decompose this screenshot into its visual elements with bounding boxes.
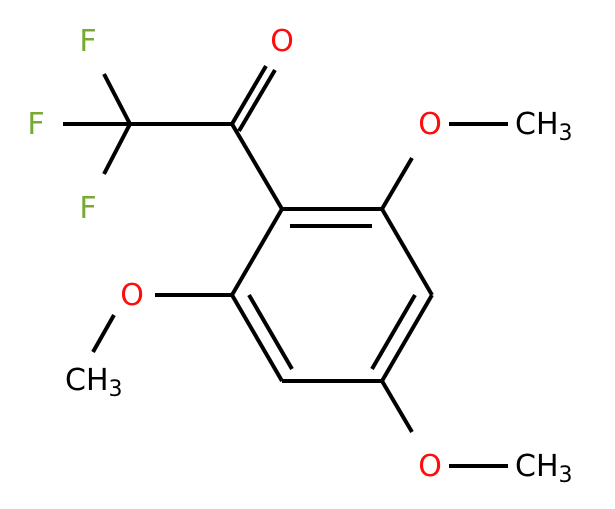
ring-bond-3-inner <box>370 293 417 371</box>
ring-bond-5 <box>230 293 284 383</box>
bond-c-f-top <box>102 73 132 125</box>
ring-bond-5-inner <box>247 293 294 371</box>
methyl-right-main: CH <box>515 107 559 142</box>
methyl-right-subscript: 3 <box>559 121 573 146</box>
ring-bond-3 <box>380 293 434 383</box>
bond-c-f-low <box>102 123 132 175</box>
fluorine-atom-low: F <box>79 191 96 226</box>
bond-o-ch3-left <box>91 314 116 353</box>
methyl-left-main: CH <box>65 363 109 398</box>
bond-ring-o-right <box>380 156 414 211</box>
ring-bond-2 <box>380 207 434 297</box>
atom-labels: F F F O O O O CH3 CH3 CH3 <box>27 24 572 488</box>
methyl-group-right: CH3 <box>515 107 573 146</box>
bond-ring-o-bottom <box>380 379 414 434</box>
fluorine-atom-top: F <box>79 24 96 59</box>
oxygen-atom-right: O <box>418 107 442 142</box>
oxygen-atom-left: O <box>120 278 144 313</box>
fluorine-atom-mid: F <box>27 107 44 142</box>
methyl-group-left: CH3 <box>65 363 123 402</box>
bond-carbonyl-double-1 <box>230 64 268 126</box>
methyl-bottom-main: CH <box>515 449 559 484</box>
oxygen-atom-bottom: O <box>418 449 442 484</box>
bond-carbonyl-double-2 <box>237 68 277 133</box>
ring-bond-6 <box>230 207 284 297</box>
bond-group <box>63 64 508 468</box>
methyl-left-subscript: 3 <box>109 377 123 402</box>
oxygen-atom-carbonyl: O <box>270 24 294 59</box>
bond-carbonyl-ring <box>230 122 284 211</box>
methyl-bottom-subscript: 3 <box>559 463 573 488</box>
methyl-group-bottom: CH3 <box>515 449 573 488</box>
